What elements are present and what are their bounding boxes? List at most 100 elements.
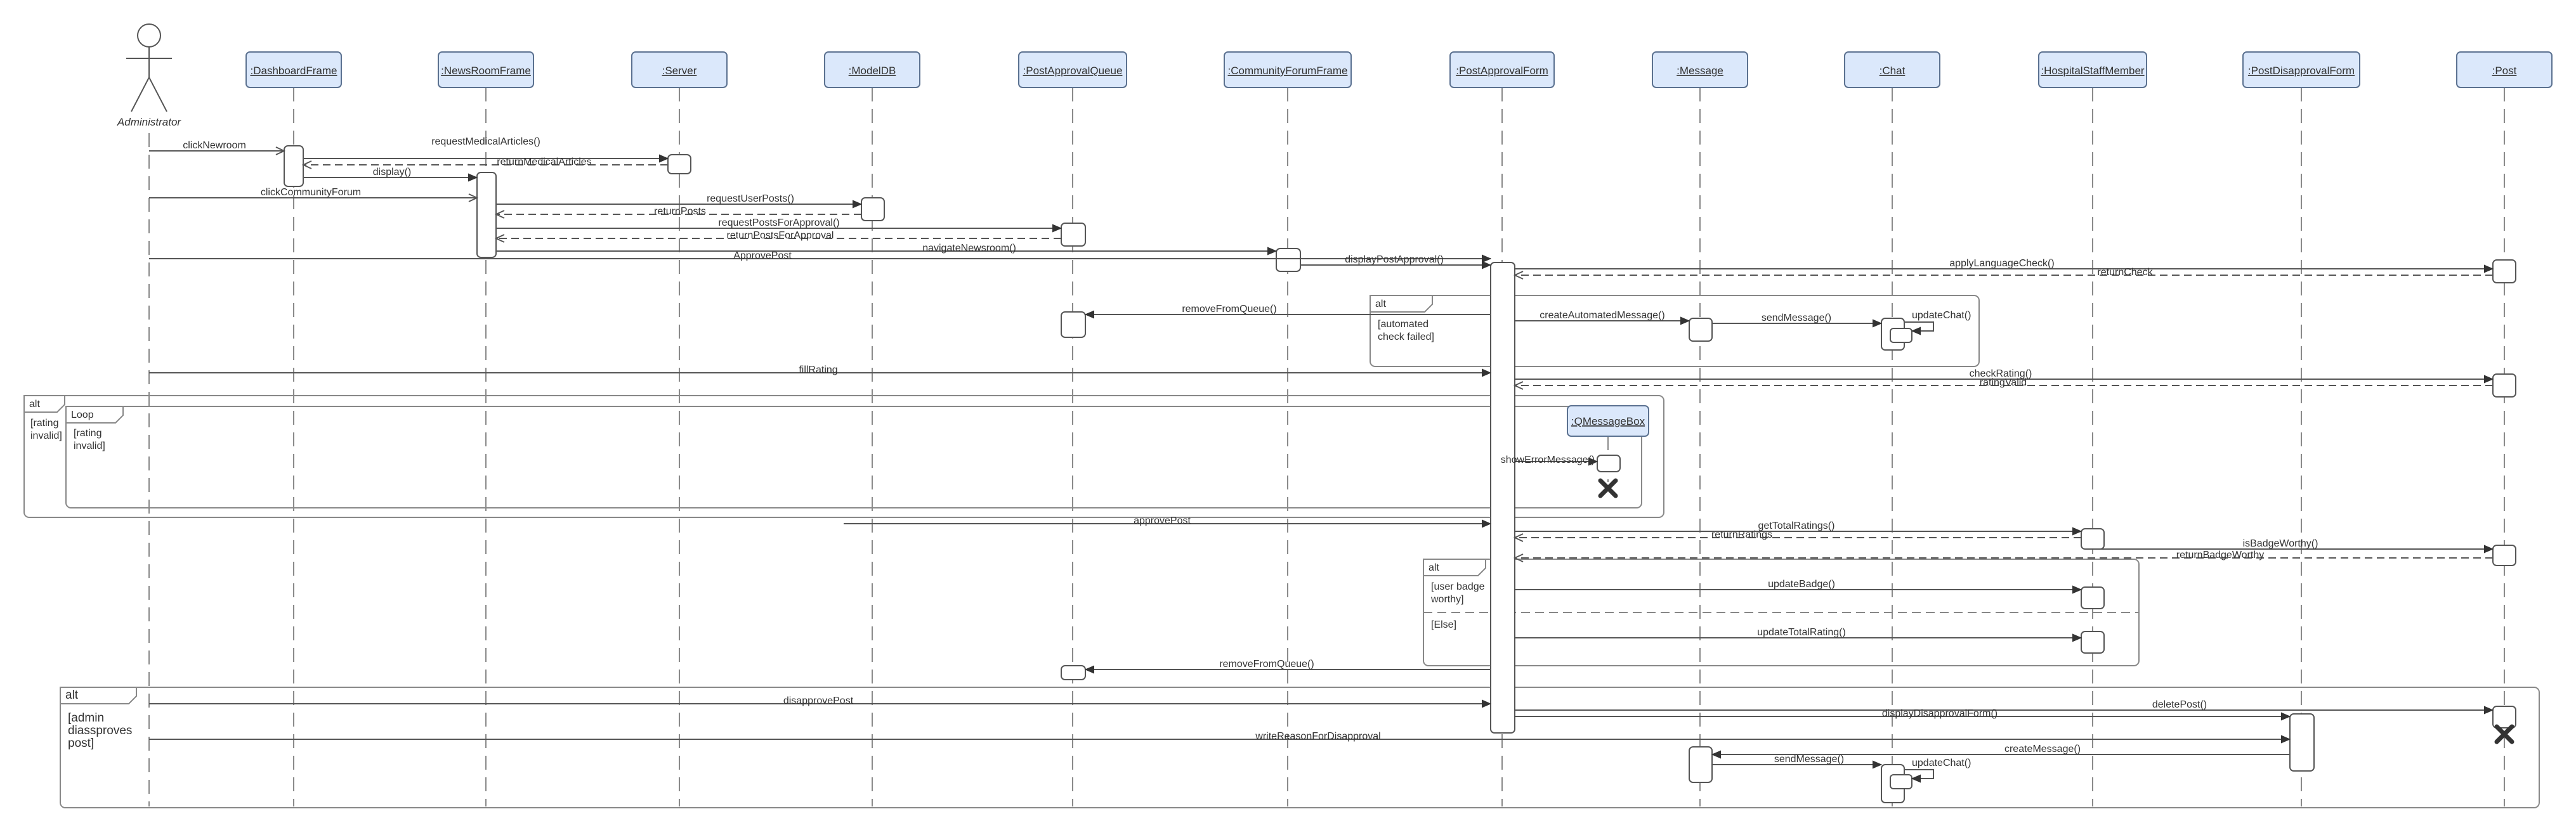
message-0: clickNewroom	[149, 140, 284, 151]
message-23: getTotalRatings()	[1515, 521, 2081, 531]
activation-staff-15	[2081, 586, 2105, 609]
message-14: removeFromQueue()	[1085, 304, 1491, 314]
lifeline-head-chat: :Chat	[1844, 51, 1940, 88]
message-label-4: clickCommunityForum	[261, 187, 361, 198]
activation-post-7	[2492, 259, 2516, 283]
activation-modeldb-3	[861, 197, 885, 221]
message-label-30: disapprovePost	[783, 696, 854, 706]
message-22: approvePost	[844, 515, 1491, 526]
message-label-33: writeReasonForDisapproval	[1255, 731, 1380, 742]
activation-chat-nested-1	[1890, 328, 1912, 343]
message-label-36: updateChat()	[1912, 758, 1971, 768]
message-29: removeFromQueue()	[1085, 659, 1491, 670]
message-label-7: requestPostsForApproval()	[718, 217, 839, 228]
message-12: applyLanguageCheck()	[1515, 258, 2493, 269]
activation-queue-8	[1061, 311, 1086, 338]
message-10: ApprovePost	[149, 250, 1491, 261]
lifeline-label-news: :NewsRoomFrame	[441, 65, 531, 77]
message-28: updateTotalRating()	[1515, 627, 2081, 638]
message-label-34: createMessage()	[2004, 744, 2081, 754]
message-30: disapprovePost	[149, 696, 1491, 706]
lifeline-head-forum: :CommunityForumFrame	[1224, 51, 1352, 88]
message-31: deletePost()	[1515, 699, 2493, 710]
activation-queue-4	[1061, 223, 1086, 247]
lifeline-head-queue: :PostApprovalQueue	[1018, 51, 1127, 88]
activation-post-14	[2492, 545, 2516, 566]
message-label-15: createAutomatedMessage()	[1540, 310, 1664, 321]
activation-forum-5	[1276, 248, 1301, 272]
message-label-5: requestUserPosts()	[707, 193, 794, 204]
message-label-19: checkRating()	[1970, 368, 2032, 379]
lifeline-head-staff: :HospitalStaffMember	[2038, 51, 2147, 88]
fragment-operator: alt	[1429, 562, 1439, 573]
lifeline-head-server: :Server	[631, 51, 728, 88]
message-36: updateChat()	[1904, 758, 1971, 779]
message-label-18: fillRating	[799, 365, 837, 375]
message-26: returnBadgeWorthy	[1515, 550, 2493, 560]
activation-chat-nested-2	[1890, 774, 1912, 789]
fragment-operator: alt	[65, 689, 79, 702]
message-3: display()	[303, 167, 477, 178]
message-19: checkRating()	[1515, 368, 2493, 379]
lifeline-label-forum: :CommunityForumFrame	[1228, 65, 1348, 77]
lifeline-head-modeldb: :ModelDB	[824, 51, 920, 88]
message-label-27: updateBadge()	[1768, 579, 1835, 590]
message-label-29: removeFromQueue()	[1219, 659, 1314, 670]
fragment-operator: Loop	[71, 410, 94, 420]
lifeline-head-form: :PostApprovalForm	[1449, 51, 1555, 88]
message-label-3: display()	[373, 167, 411, 178]
message-label-12: applyLanguageCheck()	[1949, 258, 2054, 269]
message-label-9: navigateNewsroom()	[922, 243, 1016, 254]
message-label-32: displayDisapprovalForm()	[1882, 708, 1997, 719]
lifeline-label-chat: :Chat	[1880, 65, 1906, 77]
fragment-operator: alt	[1375, 299, 1386, 309]
message-21: showErrorMessage()	[1501, 455, 1597, 465]
message-5: requestUserPosts()	[496, 193, 861, 204]
lifeline-label-modeldb: :ModelDB	[849, 65, 896, 77]
message-20: ratingValid	[1515, 377, 2493, 388]
message-1: requestMedicalArticles()	[303, 136, 668, 159]
lifeline-head-news: :NewsRoomFrame	[438, 51, 534, 88]
message-34: createMessage()	[1712, 744, 2290, 754]
activation-disform-19	[2289, 713, 2315, 772]
activation-message-20	[1689, 746, 1713, 783]
activation-news-1	[476, 172, 497, 258]
message-15: createAutomatedMessage()	[1515, 310, 1689, 321]
message-label-11: displayPostApproval()	[1345, 254, 1444, 265]
destroy-post-icon	[2494, 724, 2514, 744]
message-32: displayDisapprovalForm()	[1515, 708, 2290, 719]
message-label-25: isBadgeWorthy()	[2243, 538, 2318, 549]
activation-post-18	[2492, 706, 2516, 728]
activation-server-2	[667, 154, 691, 174]
message-6: returnPosts	[496, 206, 861, 217]
lifeline-label-disform: :PostDisapprovalForm	[2248, 65, 2355, 77]
message-label-31: deletePost()	[2152, 699, 2207, 710]
actor-administrator: Administrator	[117, 23, 181, 128]
fragment-operator: alt	[29, 399, 40, 410]
message-label-17: updateChat()	[1912, 310, 1971, 321]
message-label-14: removeFromQueue()	[1182, 304, 1276, 314]
message-17: updateChat()	[1904, 310, 1971, 331]
message-label-10: ApprovePost	[733, 250, 792, 261]
message-9: navigateNewsroom()	[496, 243, 1276, 254]
lifeline-head-disform: :PostDisapprovalForm	[2242, 51, 2360, 88]
lifeline-label-staff: :HospitalStaffMember	[2041, 65, 2144, 77]
activation-post-11	[2492, 373, 2516, 398]
message-label-35: sendMessage()	[1774, 754, 1844, 765]
message-16: sendMessage()	[1712, 313, 1881, 323]
message-13: returnCheck	[1515, 267, 2493, 278]
message-33: writeReasonForDisapproval	[149, 731, 2290, 742]
lifeline-head-dash: :DashboardFrame	[245, 51, 342, 88]
actor-label: Administrator	[117, 116, 181, 128]
lifeline-head-qmsgbox: :QMessageBox	[1567, 405, 1649, 437]
message-25: isBadgeWorthy()	[2093, 538, 2493, 549]
